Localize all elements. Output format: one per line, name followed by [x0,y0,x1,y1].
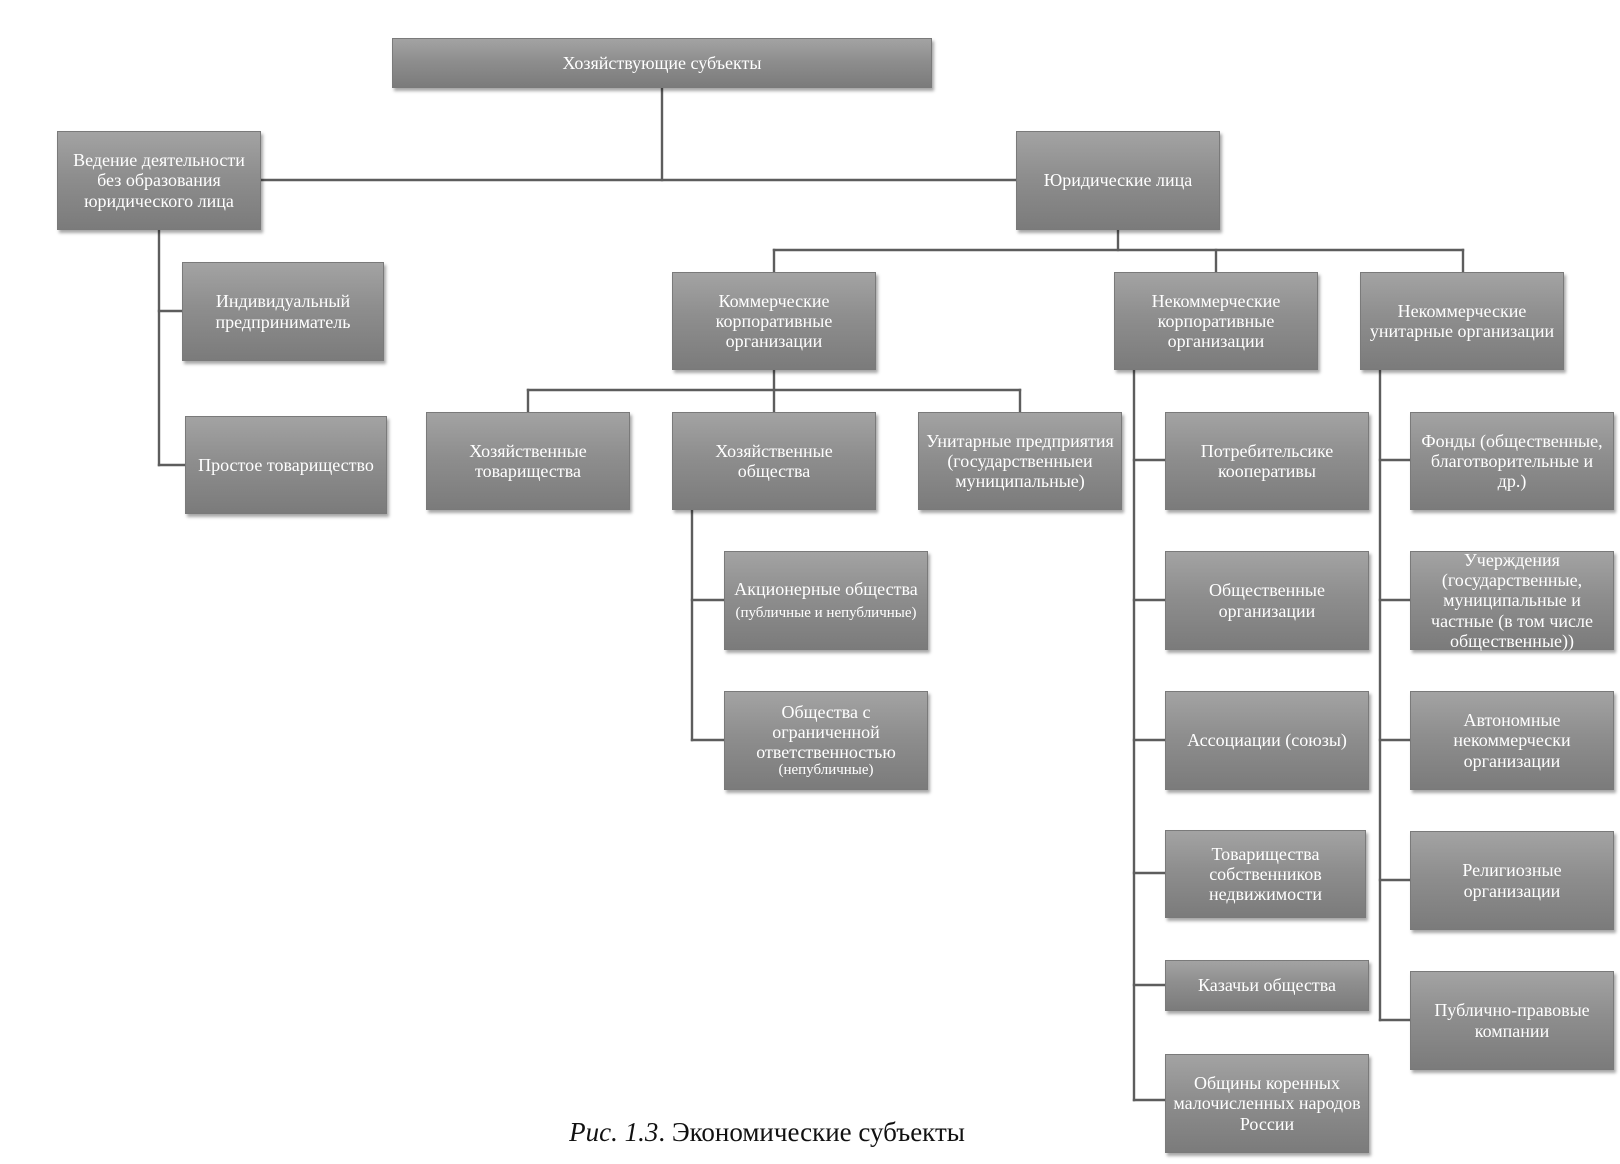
node-llc: Общества с ограниченной ответственностью… [724,691,928,790]
node-joint-stock: Акционерные общества (публичные и непубл… [724,551,928,650]
node-business-partnerships: Хозяйственные товарищества [426,412,630,510]
node-associations: Ассоциации (союзы) [1165,691,1369,790]
node-joint-stock-note: (публичные и непубличные) [735,605,917,622]
figure-caption-text: . Экономические субъекты [658,1117,965,1147]
node-autonomous-nonprofit: Автономные некоммерчески организации [1410,691,1614,790]
node-commercial-corporate: Коммерческие корпоративные организации [672,272,876,370]
figure-caption: Рис. 1.3. Экономические субъекты [0,1117,1534,1148]
node-unitary-enterprises: Унитарные предприятия (государственныеи … [918,412,1122,510]
node-public-law-companies: Публично-правовые компании [1410,971,1614,1070]
node-llc-note: (непубличные) [778,762,874,779]
node-public-organizations: Общественные организации [1165,551,1369,650]
node-institutions: Учерждения (государственные, муниципальн… [1410,550,1614,651]
node-noncommercial-unitary: Некоммерческие унитарные организации [1360,272,1564,370]
node-joint-stock-title: Акционерные общества [734,579,918,600]
node-cossack-societies: Казачьи общества [1165,960,1369,1011]
node-indigenous-communities: Общины коренных малочисленных народов Ро… [1165,1054,1369,1153]
node-individual-entrepreneur: Индивидуальный предприниматель [182,262,384,361]
node-no-legal-entity: Ведение деятельности без образования юри… [57,131,261,230]
node-legal-entities: Юридические лица [1016,131,1220,230]
node-consumer-coops: Потребительсике кооперативы [1165,412,1369,510]
node-business-companies: Хозяйственные общества [672,412,876,510]
node-llc-title: Общества с ограниченной ответственностью [756,702,896,763]
figure-caption-label: Рис. 1.3 [569,1117,659,1147]
node-noncommercial-corporate: Некоммерческие корпоративные организации [1114,272,1318,370]
node-simple-partnership: Простое товарищество [185,416,387,514]
node-property-owners: Товарищества собственников недвижимости [1165,830,1366,918]
node-religious-organizations: Религиозные организации [1410,831,1614,930]
node-funds: Фонды (общественные, благотворительные и… [1410,412,1614,510]
node-root: Хозяйствующие субъекты [392,38,932,88]
